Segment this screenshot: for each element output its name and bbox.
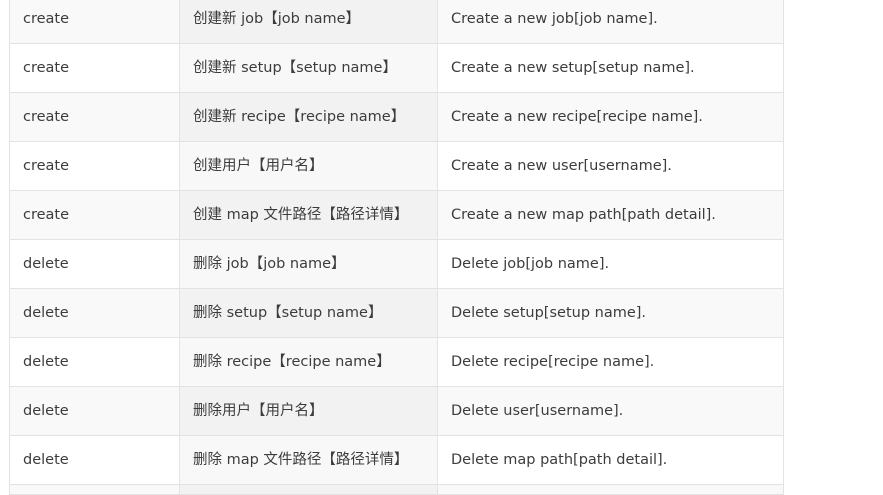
chinese-message-cell: 创建 map 文件路径【路径详情】 [179,190,438,240]
english-message-cell: Create a new setup[setup name]. [437,43,784,93]
table-body: create 创建新 job【job name】 Create a new jo… [9,0,784,495]
english-message-cell [437,484,784,495]
english-message-cell: Delete job[job name]. [437,239,784,289]
table-row: delete 删除 setup【setup name】 Delete setup… [9,288,784,338]
table-row: create 创建新 setup【setup name】 Create a ne… [9,43,784,93]
chinese-message-cell: 创建新 job【job name】 [179,0,438,44]
english-message-cell: Delete recipe[recipe name]. [437,337,784,387]
chinese-message-cell: 创建用户【用户名】 [179,141,438,191]
table-row: create 创建 map 文件路径【路径详情】 Create a new ma… [9,190,784,240]
chinese-message-cell: 删除用户【用户名】 [179,386,438,436]
log-message-table-container: create 创建新 job【job name】 Create a new jo… [9,0,784,495]
chinese-message-cell: 删除 setup【setup name】 [179,288,438,338]
operation-cell: delete [9,337,180,387]
chinese-message-cell: 创建新 recipe【recipe name】 [179,92,438,142]
chinese-message-cell: 创建新 setup【setup name】 [179,43,438,93]
table-row: create 创建用户【用户名】 Create a new user[usern… [9,141,784,191]
table-row: delete 删除 recipe【recipe name】 Delete rec… [9,337,784,387]
operation-cell: delete [9,239,180,289]
operation-cell [9,484,180,495]
table-row: create 创建新 recipe【recipe name】 Create a … [9,92,784,142]
operation-cell: create [9,92,180,142]
english-message-cell: Delete user[username]. [437,386,784,436]
operation-cell: delete [9,288,180,338]
table-row: delete 删除 job【job name】 Delete job[job n… [9,239,784,289]
english-message-cell: Delete map path[path detail]. [437,435,784,485]
english-message-cell: Create a new job[job name]. [437,0,784,44]
operation-cell: create [9,43,180,93]
chinese-message-cell [179,484,438,495]
operation-cell: create [9,0,180,44]
log-message-table: create 创建新 job【job name】 Create a new jo… [9,0,784,495]
table-row-cut-off [9,484,784,495]
operation-cell: delete [9,435,180,485]
operation-cell: delete [9,386,180,436]
table-row: delete 删除 map 文件路径【路径详情】 Delete map path… [9,435,784,485]
english-message-cell: Create a new user[username]. [437,141,784,191]
english-message-cell: Delete setup[setup name]. [437,288,784,338]
table-row: delete 删除用户【用户名】 Delete user[username]. [9,386,784,436]
english-message-cell: Create a new recipe[recipe name]. [437,92,784,142]
operation-cell: create [9,141,180,191]
english-message-cell: Create a new map path[path detail]. [437,190,784,240]
chinese-message-cell: 删除 map 文件路径【路径详情】 [179,435,438,485]
chinese-message-cell: 删除 job【job name】 [179,239,438,289]
chinese-message-cell: 删除 recipe【recipe name】 [179,337,438,387]
operation-cell: create [9,190,180,240]
table-row: create 创建新 job【job name】 Create a new jo… [9,0,784,44]
